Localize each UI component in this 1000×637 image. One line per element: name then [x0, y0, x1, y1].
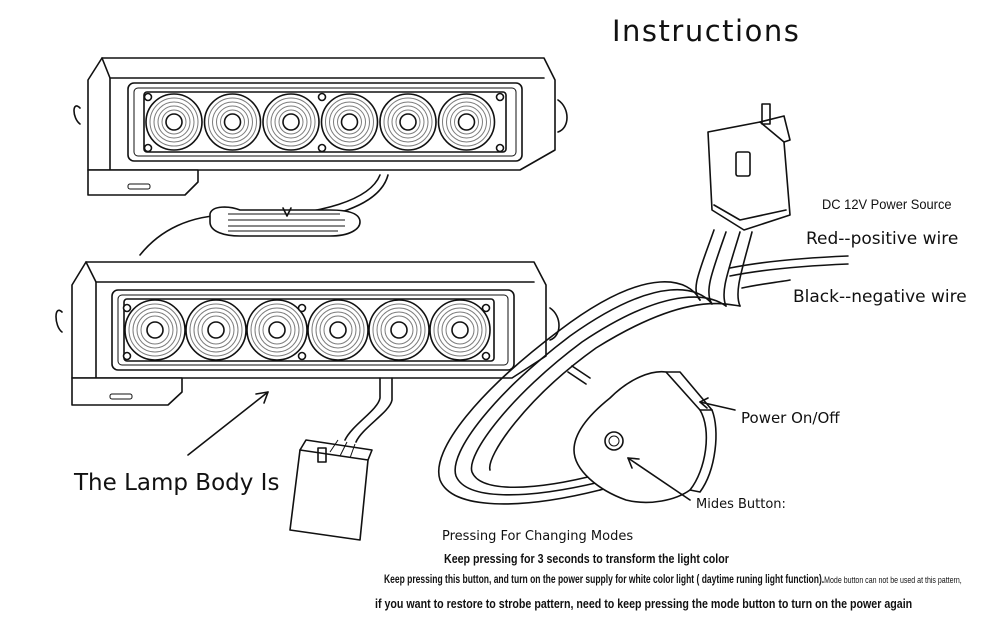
- led-ring: [437, 307, 483, 353]
- led-core: [340, 113, 359, 131]
- led-ring: [384, 315, 414, 345]
- upper-light-bar: [73, 57, 568, 196]
- led-ring: [333, 105, 366, 139]
- power-switch-label: Power On/Off: [741, 409, 840, 427]
- lower-led-row: [124, 299, 491, 361]
- led-lens: [437, 93, 496, 151]
- led-ring: [216, 105, 249, 139]
- instruction-line-3-main: Keep pressing this button, and turn on t…: [384, 574, 825, 586]
- led-ring: [329, 101, 370, 143]
- led-ring: [376, 307, 422, 353]
- instruction-line-3: Keep pressing this button, and turn on t…: [384, 574, 962, 586]
- led-ring: [140, 315, 170, 345]
- power-source-label: DC 12V Power Source: [822, 196, 952, 212]
- led-lens: [246, 299, 308, 361]
- led-ring: [441, 311, 479, 349]
- led-ring: [250, 303, 304, 357]
- led-ring: [319, 311, 357, 349]
- led-ring: [433, 303, 487, 357]
- led-ring: [442, 97, 491, 147]
- instruction-line-1: Pressing For Changing Modes: [442, 529, 634, 544]
- upper-led-row: [145, 93, 496, 151]
- led-core: [390, 321, 408, 339]
- red-wire-label: Red--positive wire: [806, 229, 959, 249]
- led-core: [268, 321, 286, 339]
- led-ring: [450, 105, 483, 139]
- led-core: [165, 113, 183, 131]
- led-ring: [157, 105, 191, 139]
- led-lens: [320, 93, 379, 151]
- instruction-line-2: Keep pressing for 3 seconds to transform…: [444, 551, 729, 566]
- led-ring: [391, 105, 425, 139]
- led-lens: [185, 299, 247, 361]
- led-core: [223, 113, 242, 131]
- led-ring: [383, 97, 433, 147]
- led-ring: [220, 109, 245, 135]
- mode-button-label: Mides Button:: [696, 497, 786, 512]
- led-ring: [149, 97, 199, 147]
- led-ring: [372, 303, 426, 357]
- led-core: [146, 321, 164, 339]
- led-core: [282, 113, 300, 131]
- led-ring: [212, 101, 253, 143]
- led-lens: [429, 299, 491, 361]
- led-ring: [380, 311, 418, 349]
- led-lens: [379, 93, 437, 151]
- led-ring: [323, 315, 353, 345]
- led-ring: [128, 303, 182, 357]
- led-ring: [270, 101, 312, 143]
- led-core: [457, 113, 476, 131]
- led-core: [207, 321, 225, 339]
- led-ring: [454, 109, 479, 135]
- led-ring: [193, 307, 239, 353]
- led-core: [451, 321, 469, 339]
- led-ring: [161, 109, 187, 135]
- led-ring: [445, 315, 475, 345]
- page-title: Instructions: [612, 14, 801, 48]
- led-ring: [337, 109, 362, 135]
- lower-light-bar: [55, 261, 560, 406]
- led-lens: [262, 93, 320, 151]
- lamp-body-label: The Lamp Body Is: [74, 470, 280, 496]
- led-ring: [387, 101, 429, 143]
- led-ring: [132, 307, 178, 353]
- led-lens: [145, 93, 203, 151]
- led-ring: [153, 101, 195, 143]
- led-ring: [258, 311, 296, 349]
- led-ring: [266, 97, 316, 147]
- led-ring: [136, 311, 174, 349]
- led-ring: [254, 307, 300, 353]
- led-ring: [189, 303, 243, 357]
- led-lens: [368, 299, 430, 361]
- led-core: [329, 321, 347, 339]
- led-core: [399, 113, 417, 131]
- led-ring: [315, 307, 361, 353]
- led-lens: [124, 299, 186, 361]
- led-ring: [395, 109, 421, 135]
- led-ring: [208, 97, 257, 147]
- led-ring: [197, 311, 235, 349]
- led-ring: [262, 315, 292, 345]
- instruction-line-3-note: Mode button can not be used at this patt…: [824, 575, 962, 586]
- led-ring: [278, 109, 304, 135]
- led-lens: [307, 299, 369, 361]
- led-ring: [201, 315, 231, 345]
- black-wire-label: Black--negative wire: [793, 287, 967, 307]
- led-ring: [274, 105, 308, 139]
- led-ring: [325, 97, 374, 147]
- led-ring: [311, 303, 365, 357]
- instruction-line-4: if you want to restore to strobe pattern…: [375, 596, 913, 611]
- led-lens: [203, 93, 262, 151]
- led-ring: [446, 101, 487, 143]
